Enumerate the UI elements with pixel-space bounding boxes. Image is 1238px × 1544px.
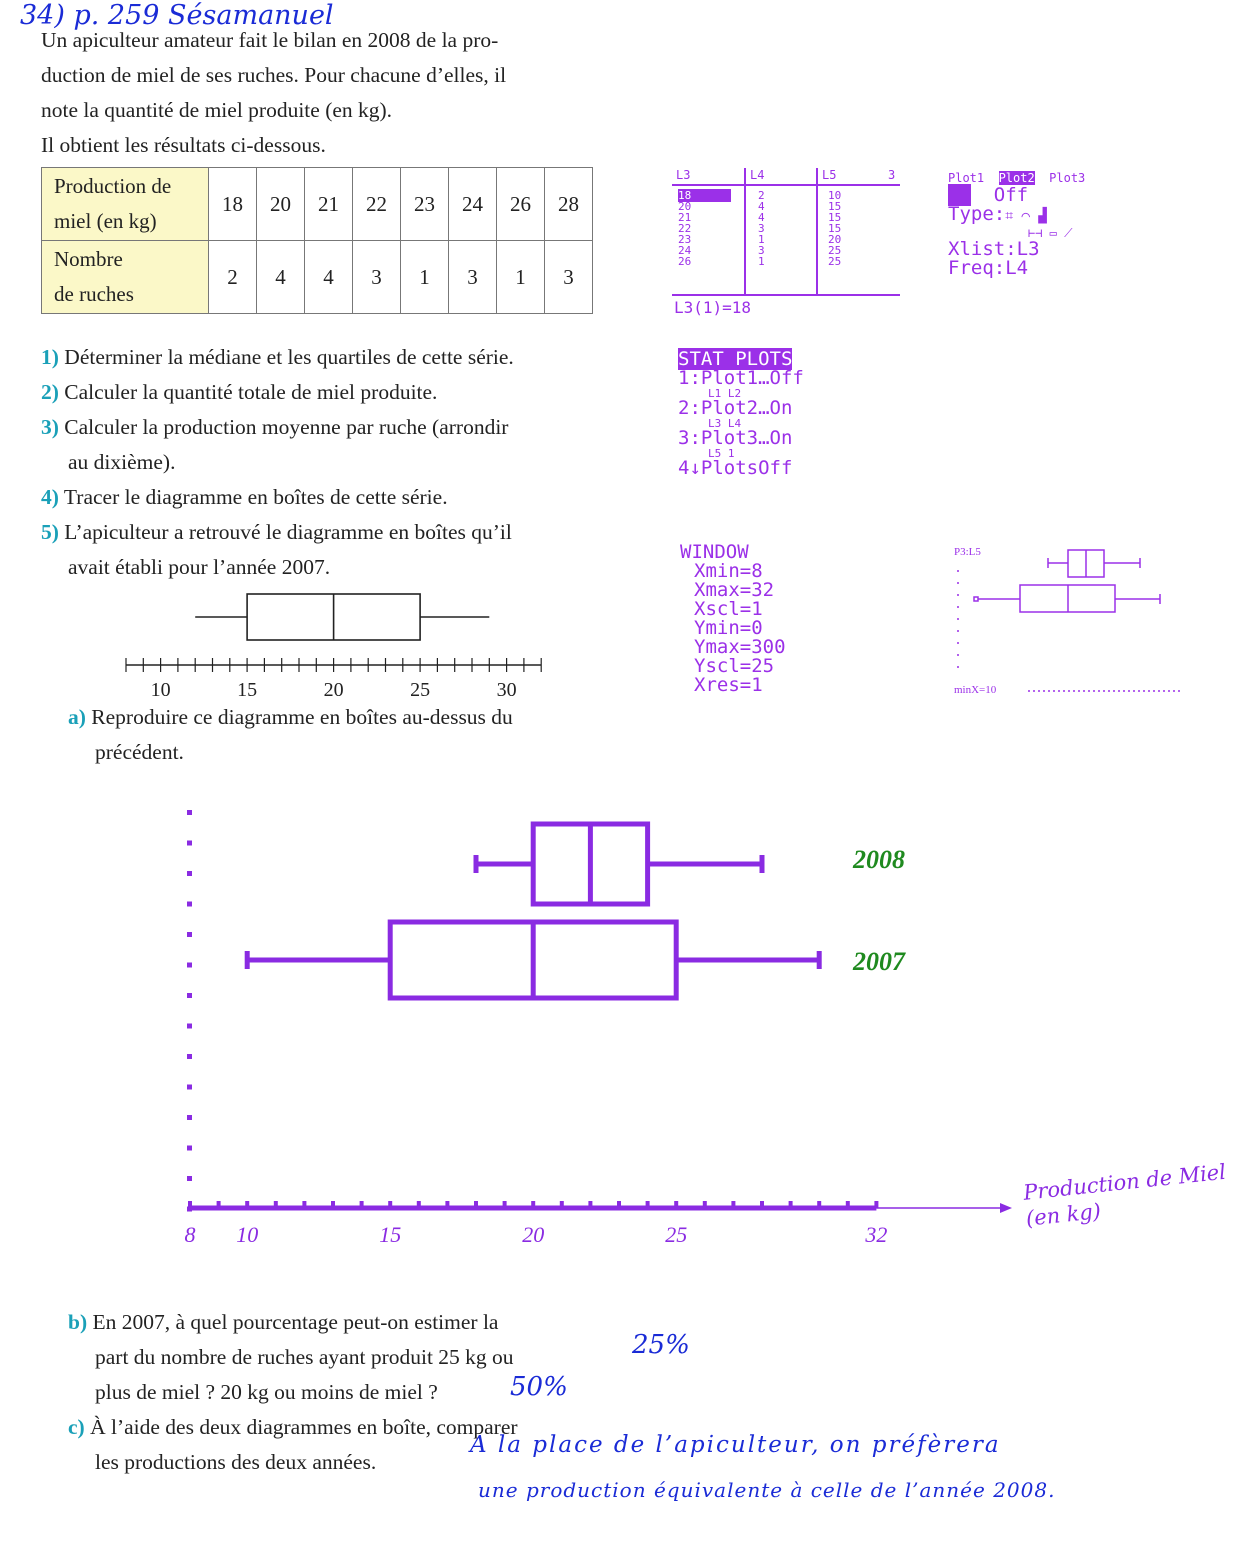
- intro-paragraph: Un apiculteur amateur fait le bilan en 2…: [41, 23, 611, 163]
- calc-window: WINDOW Xmin=8 Xmax=32 Xscl=1 Ymin=0 Ymax…: [680, 541, 786, 696]
- boxplot-2007: [244, 919, 822, 1001]
- small-boxplot-axis: 10 15 20 25 30: [125, 658, 542, 701]
- question-b: b) En 2007, à quel pourcentage peut-on e…: [68, 1310, 514, 1404]
- table-cell: 26: [496, 167, 545, 241]
- series-label-2008: 2008: [852, 845, 905, 874]
- y-axis-dot: [187, 932, 192, 937]
- table-cell: 3: [448, 240, 497, 314]
- calc-graph-screen: P3:L5 minX=10: [954, 546, 1180, 696]
- x-tick-label: 20: [522, 1222, 544, 1247]
- x-tick-label: 8: [185, 1222, 196, 1247]
- answer-c-line2: une production équivalente à celle de l’…: [478, 1478, 1056, 1502]
- table-cell: 23: [400, 167, 449, 241]
- x-tick-label: 32: [864, 1222, 887, 1247]
- question-a: a) Reproduire ce diagramme en boîtes au-…: [68, 705, 513, 764]
- table-row-ruches: Nombre de ruches 2 4 4 3 1 3 1 3: [41, 240, 593, 314]
- series-labels: 2008 2007: [852, 845, 906, 976]
- calc-graph-box-2007: [973, 584, 1161, 613]
- table-cell: 4: [256, 240, 305, 314]
- answer-c-line1: A la place de l’apiculteur, on préfèrera: [470, 1432, 1001, 1458]
- questions-block: 1) Déterminer la médiane et les quartile…: [41, 340, 621, 585]
- intro-line: Un apiculteur amateur fait le bilan en 2…: [41, 28, 499, 52]
- y-axis-dot: [187, 901, 192, 907]
- x-axis: [188, 1201, 1012, 1213]
- table-cell: 28: [544, 167, 593, 241]
- table-cell: 2: [208, 240, 257, 314]
- table-header-production: Production de miel (en kg): [41, 167, 209, 241]
- y-axis-dot: [187, 810, 192, 815]
- calc-plot-setup: Plot1 Plot2 Plot3 Off Type:⌗ ⌒ ▟ ⊢⊣ ▭ ⟋ …: [948, 170, 1148, 278]
- question-4: 4) Tracer le diagramme en boîtes de cett…: [41, 485, 448, 509]
- table-cell: 1: [496, 240, 545, 314]
- x-tick-label: 10: [236, 1222, 258, 1247]
- boxplot-2008: [473, 821, 765, 907]
- y-axis-dot: [187, 993, 192, 998]
- intro-line: duction de miel de ses ruches. Pour chac…: [41, 63, 507, 87]
- question-3: 3) Calculer la production moyenne par ru…: [41, 415, 509, 439]
- x-tick-label: 15: [379, 1222, 401, 1247]
- y-axis-dot: [187, 1054, 192, 1059]
- intro-line: Il obtient les résultats ci-dessous.: [41, 133, 326, 157]
- answer-b1: 25%: [632, 1330, 690, 1360]
- question-5-cont: avait établi pour l’année 2007.: [68, 555, 331, 579]
- calc-stat-plots: STAT PLOTS 1:Plot1…Off L1 L2 2:Plot2…On …: [678, 348, 804, 479]
- main-boxplot-chart: 8 10 15 20 25 32 2008 2007: [185, 810, 1012, 1247]
- table-cell: 3: [352, 240, 401, 314]
- x-axis-arrowhead: [1000, 1203, 1012, 1213]
- table-cell: 22: [352, 167, 401, 241]
- question-1: 1) Déterminer la médiane et les quartile…: [41, 345, 514, 369]
- table-cell: 1: [400, 240, 449, 314]
- table-cell: 20: [256, 167, 305, 241]
- table-cell: 4: [304, 240, 353, 314]
- plot-type-icons-row2: ⊢⊣ ▭ ⟋: [1028, 226, 1073, 240]
- y-axis-dot: [187, 1145, 192, 1151]
- table-cell: 21: [304, 167, 353, 241]
- exercise-annotation: 34) p. 259 Sésamanuel: [20, 0, 334, 31]
- x-axis-labels: 8 10 15 20 25 32: [185, 1222, 888, 1247]
- y-axis-dots: [187, 810, 192, 1212]
- table-cell: 3: [544, 240, 593, 314]
- y-axis-dot: [187, 1176, 192, 1181]
- y-axis-dot: [187, 1084, 192, 1090]
- data-table: Production de miel (en kg) 18 20 21 22 2…: [41, 167, 593, 314]
- y-axis-dot: [187, 1115, 192, 1120]
- y-axis-dot: [187, 962, 192, 968]
- answer-b2: 50%: [510, 1372, 568, 1402]
- small-tick-label: 20: [324, 679, 344, 701]
- question-c: c) À l’aide des deux diagrammes en boîte…: [68, 1415, 518, 1474]
- small-tick-label: 30: [497, 679, 517, 701]
- table-cell: 18: [208, 167, 257, 241]
- y-axis-dot: [187, 871, 192, 876]
- y-axis-dot: [187, 840, 192, 846]
- calc-graph-label-top: P3:L5: [954, 546, 981, 558]
- plot-type-icons: ⌗ ⌒ ▟: [1005, 208, 1047, 224]
- question-3-cont: au dixième).: [68, 450, 176, 474]
- calc-graph-dots: [957, 570, 959, 668]
- intro-line: note la quantité de miel produite (en kg…: [41, 98, 393, 122]
- y-axis-dot: [187, 1206, 192, 1212]
- question-2: 2) Calculer la quantité totale de miel p…: [41, 380, 438, 404]
- question-5: 5) L’apiculteur a retrouvé le diagramme …: [41, 520, 512, 544]
- small-tick-label: 15: [237, 679, 257, 701]
- small-tick-label: 10: [151, 679, 171, 701]
- y-axis-dot: [187, 1023, 192, 1029]
- series-label-2007: 2007: [852, 947, 906, 976]
- small-boxplot: 10 15 20 25 30: [125, 593, 542, 701]
- calc-graph-box-2008: [1047, 549, 1141, 578]
- small-boxplot-box: [195, 593, 490, 641]
- table-header-ruches: Nombre de ruches: [41, 240, 209, 314]
- small-tick-label: 25: [410, 679, 430, 701]
- x-tick-label: 25: [665, 1222, 687, 1247]
- table-cell: 24: [448, 167, 497, 241]
- table-row-production: Production de miel (en kg) 18 20 21 22 2…: [41, 167, 593, 241]
- calc-graph-label-bottom: minX=10: [954, 684, 997, 696]
